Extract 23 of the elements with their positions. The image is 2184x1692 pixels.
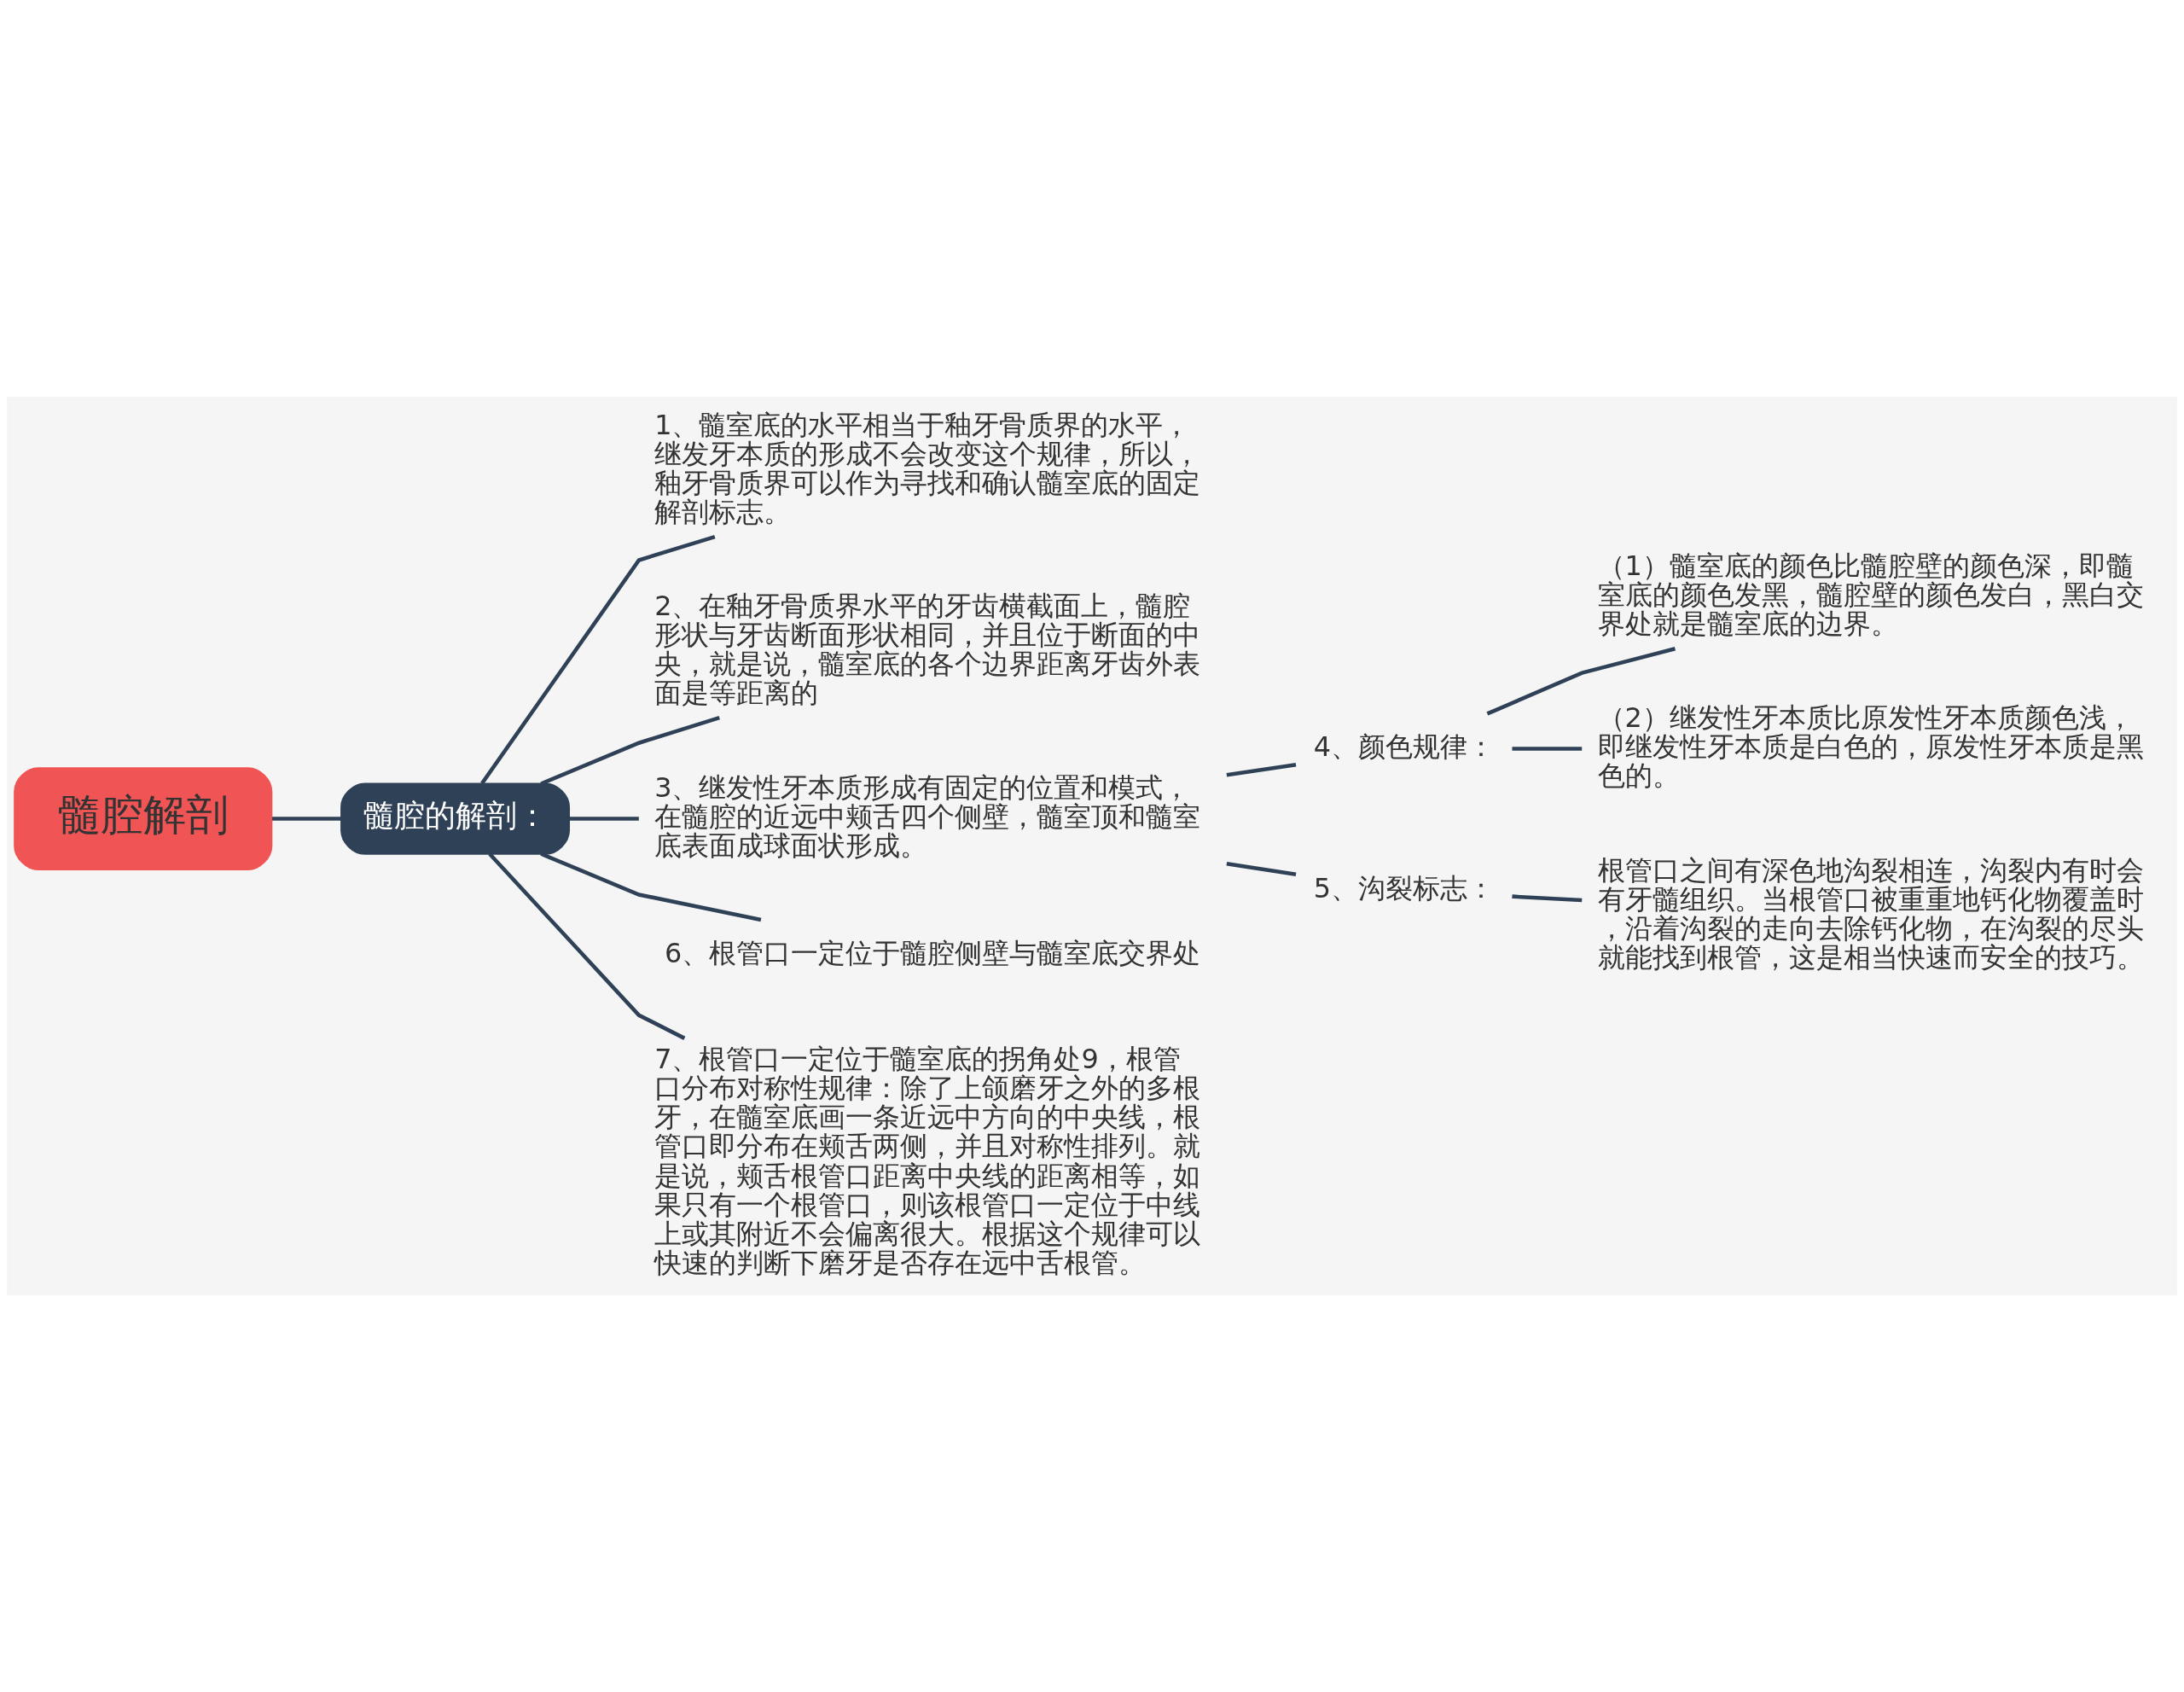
connector	[1226, 762, 1297, 777]
node-text: 4、颜色规律：	[1313, 730, 1495, 763]
connector	[1486, 647, 1676, 716]
node-text: 3、继发性牙本质形成有固定的位置和模式，在髓腔的近远中颊舌四个侧壁，髓室顶和髓室底表面成球面状形成。	[654, 770, 1201, 863]
connector	[569, 817, 639, 821]
connector	[480, 535, 716, 785]
node-box: 髓腔解剖	[14, 767, 273, 870]
connector	[272, 817, 341, 821]
node-text: 2、在釉牙骨质界水平的牙齿横截面上，髓腔形状与牙齿断面形状相同，并且位于断面的中央，就是说，髓室底的各个边界距离牙齿外表面是等距离的	[654, 589, 1201, 710]
connector	[488, 852, 686, 1040]
connector	[1512, 894, 1583, 903]
node-text: 5、沟裂标志：	[1313, 872, 1495, 905]
connector	[1226, 862, 1297, 877]
node-text: 6、根管口一定位于髓腔侧壁与髓室底交界处	[664, 936, 1201, 969]
connector	[1512, 747, 1583, 751]
node-text: 7、根管口一定位于髓室底的拐角处9，根管口分布对称性规律：除了上颌磨牙之外的多根牙，在髓室底画一条近远中方向的中央线，根管口即分布在颊舌两侧，并且对称性排列。就是说，颊舌根管口距离中央线的距离相等，如果只有一个根管口，则该根管口一定位于中线上或其附近不会偏离很大。根据这个规律可以快速的判断下磨牙是否存在远中舌根管。	[654, 1042, 1201, 1280]
connector	[540, 715, 720, 786]
node-text: （2）继发性牙本质比原发性牙本质颜色浅，即继发性牙本质是白色的，原发性牙本质是黑色的。	[1597, 701, 2144, 793]
connector	[540, 852, 762, 922]
node-text: 1、髓室底的水平相当于釉牙骨质界的水平，继发牙本质的形成不会改变这个规律，所以，釉牙骨质界可以作为寻找和确认髓室底的固定解剖标志。	[654, 408, 1201, 529]
node-text: （1）髓室底的颜色比髓腔壁的颜色深，即髓室底的颜色发黑，髓腔壁的颜色发白，黑白交界处就是髓室底的边界。	[1597, 549, 2144, 641]
node-text: 根管口之间有深色地沟裂相连，沟裂内有时会有牙髓组织。当根管口被重重地钙化物覆盖时，沿着沟裂的走向去除钙化物，在沟裂的尽头就能找到根管，这是相当快速而安全的技巧。	[1597, 853, 2144, 974]
node-box: 髓腔的解剖：	[340, 782, 571, 855]
